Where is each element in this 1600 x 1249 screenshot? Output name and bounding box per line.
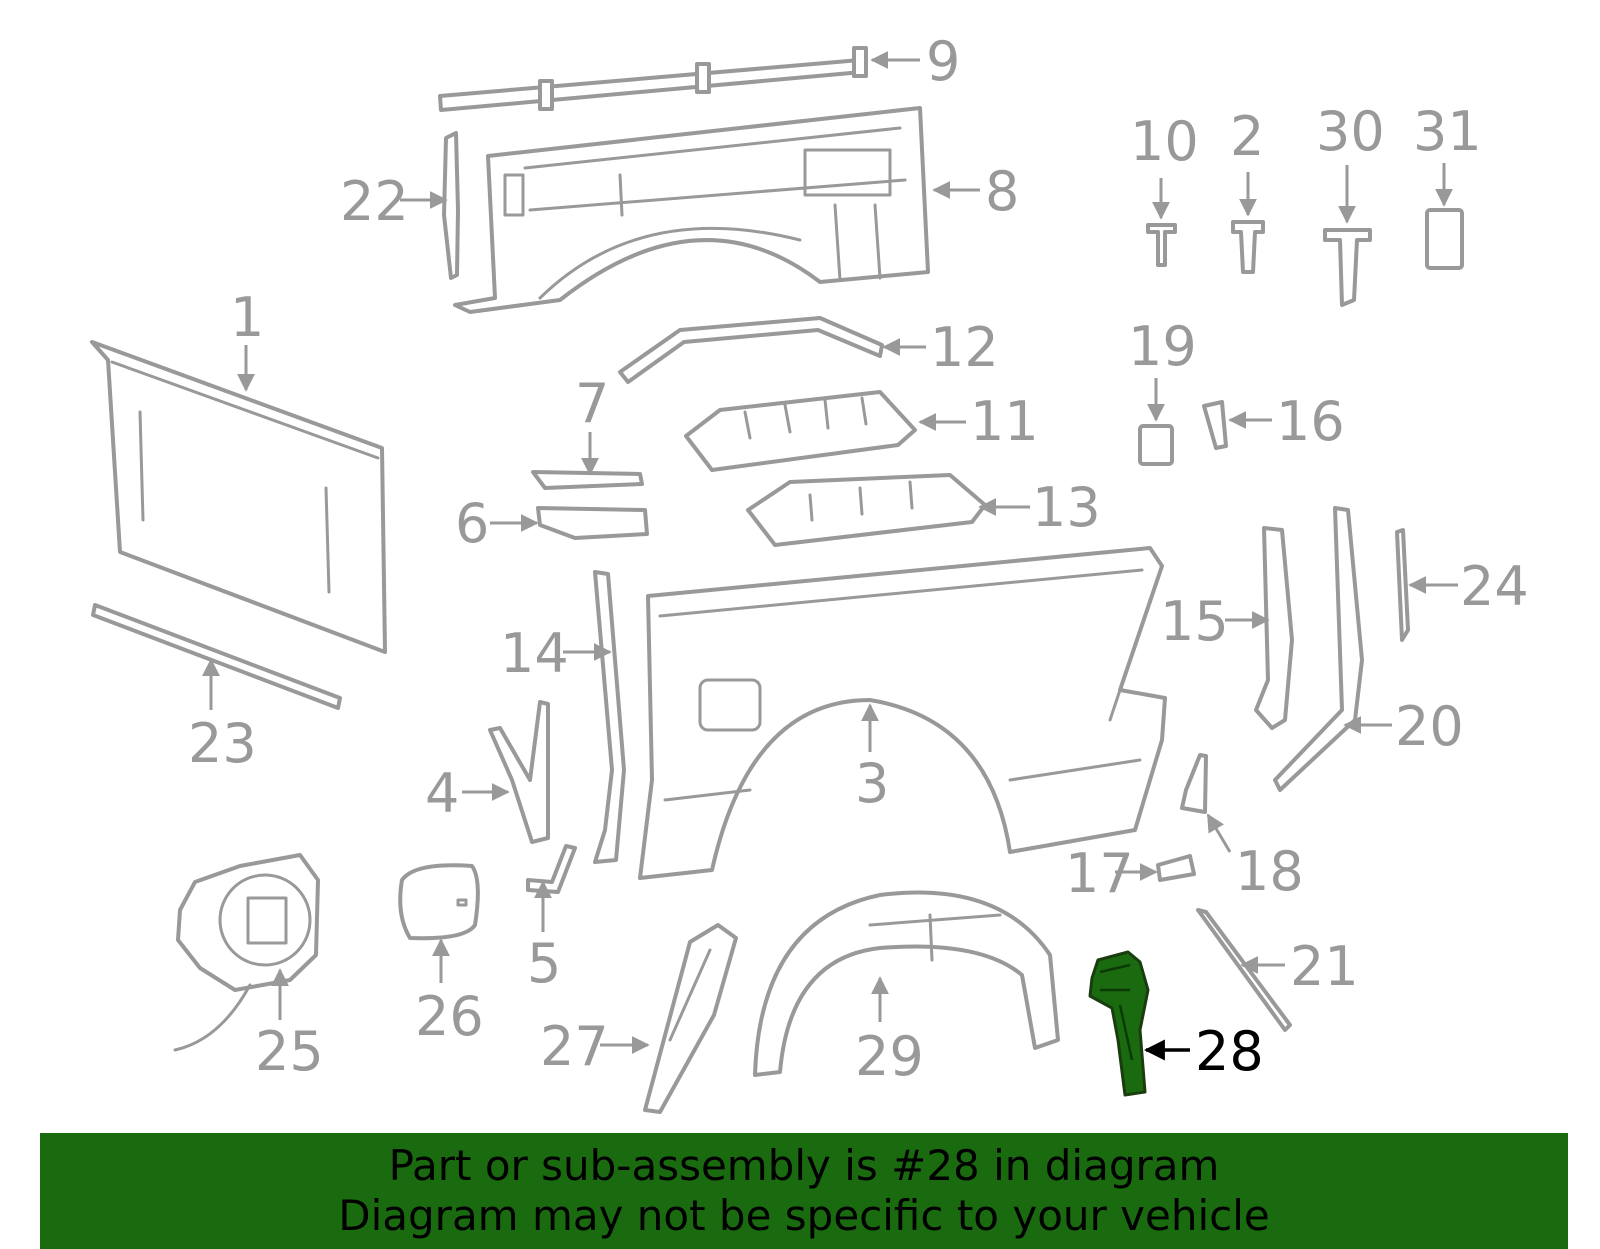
callout-23: 23 xyxy=(188,712,257,775)
part-24-strip[interactable] xyxy=(1395,528,1410,642)
part-28-highlighted[interactable] xyxy=(1088,950,1150,1097)
callout-22: 22 xyxy=(340,170,409,233)
callout-16: 16 xyxy=(1276,390,1345,453)
banner-line-1: Part or sub-assembly is #28 in diagram xyxy=(388,1141,1220,1190)
part-17-clip[interactable] xyxy=(1156,854,1196,882)
part-12-arch-trim[interactable] xyxy=(618,316,884,384)
callout-11: 11 xyxy=(970,390,1039,453)
callout-13: 13 xyxy=(1032,476,1101,539)
leader-arrows xyxy=(202,51,1458,1061)
callout-25: 25 xyxy=(255,1020,324,1083)
callout-24: 24 xyxy=(1460,555,1529,618)
part-7-small-bracket[interactable] xyxy=(531,470,644,490)
callout-28-highlighted: 28 xyxy=(1195,1020,1264,1083)
callout-8: 8 xyxy=(985,160,1019,223)
callout-15: 15 xyxy=(1160,590,1229,653)
part-27-inner-wheelhouse-front[interactable] xyxy=(643,923,738,1114)
callout-1: 1 xyxy=(230,286,264,349)
callout-4: 4 xyxy=(425,762,459,825)
part-14-rear-post[interactable] xyxy=(593,570,626,864)
info-banner: Part or sub-assembly is #28 in diagram D… xyxy=(40,1133,1568,1249)
part-29-wheelhouse-liner[interactable] xyxy=(753,890,1060,1077)
part-9-top-rail[interactable] xyxy=(438,46,868,112)
callout-29: 29 xyxy=(855,1025,924,1088)
callout-31: 31 xyxy=(1413,100,1482,163)
part-20-pillar-reinforcement[interactable] xyxy=(1273,506,1364,792)
part-22-front-post[interactable] xyxy=(442,131,460,280)
banner-line-2: Diagram may not be specific to your vehi… xyxy=(338,1191,1270,1240)
part-18-bracket[interactable] xyxy=(1180,753,1208,814)
callout-3: 3 xyxy=(855,752,889,815)
part-26-fuel-door[interactable] xyxy=(398,863,480,941)
part-19-clip[interactable] xyxy=(1138,424,1174,466)
part-8-front-panel[interactable] xyxy=(453,106,930,314)
callout-27: 27 xyxy=(540,1015,609,1078)
part-6-bracket-block[interactable] xyxy=(536,506,649,540)
callout-18: 18 xyxy=(1235,840,1304,903)
callout-30: 30 xyxy=(1316,100,1385,163)
part-1-floor-panel[interactable] xyxy=(90,340,387,654)
part-23-sill-strip[interactable] xyxy=(91,603,342,710)
callout-7: 7 xyxy=(575,372,609,435)
callout-2: 2 xyxy=(1230,105,1264,168)
part-31-clip[interactable] xyxy=(1425,208,1464,270)
callout-19: 19 xyxy=(1128,315,1197,378)
callout-17: 17 xyxy=(1065,842,1134,905)
callout-labels: 9 8 22 1 23 12 11 13 7 6 14 3 4 5 26 25 … xyxy=(188,30,1529,1088)
part-11-upper-bracket[interactable] xyxy=(684,390,917,472)
part-10-fastener[interactable] xyxy=(1146,223,1177,267)
part-30-push-pin[interactable] xyxy=(1323,228,1372,307)
part-3-side-panel[interactable] xyxy=(638,546,1167,880)
callout-10: 10 xyxy=(1130,110,1199,173)
callout-21: 21 xyxy=(1290,935,1359,998)
callout-9: 9 xyxy=(926,30,960,93)
callout-14: 14 xyxy=(500,622,569,685)
part-16-bracket[interactable] xyxy=(1202,400,1228,450)
part-25-fuel-housing[interactable] xyxy=(173,853,320,1052)
part-13-lower-bracket[interactable] xyxy=(746,473,987,547)
part-15-pillar-bracket[interactable] xyxy=(1254,526,1294,730)
part-4-reinforcement[interactable] xyxy=(488,700,550,844)
part-21-strip[interactable] xyxy=(1196,908,1292,1032)
callout-6: 6 xyxy=(455,492,489,555)
callout-12: 12 xyxy=(930,316,999,379)
part-5-clip-bracket[interactable] xyxy=(526,844,577,894)
part-2-fastener[interactable] xyxy=(1231,220,1265,274)
callout-26: 26 xyxy=(415,985,484,1048)
callout-20: 20 xyxy=(1395,695,1464,758)
callout-5: 5 xyxy=(527,932,561,995)
